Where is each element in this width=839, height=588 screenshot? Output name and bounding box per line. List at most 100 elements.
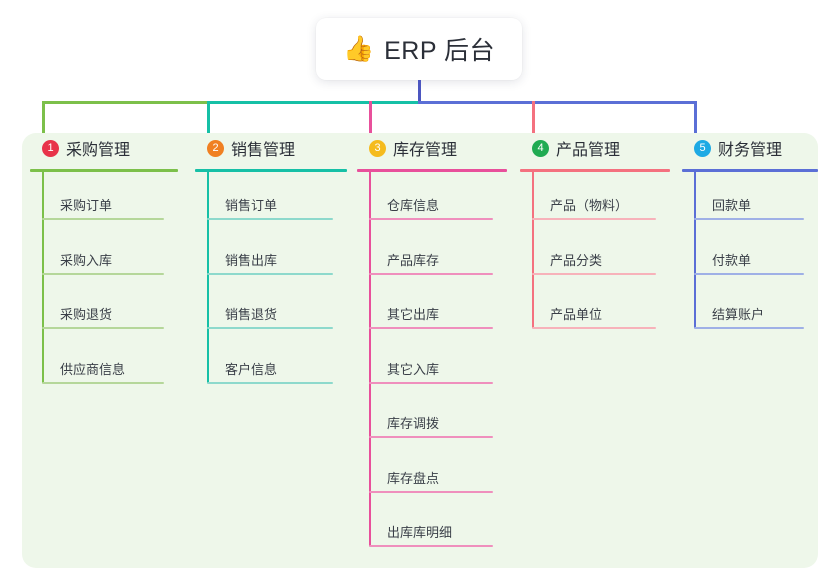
leaf-node[interactable]: 出库库明细 (369, 522, 493, 547)
leaf-node-rule (694, 218, 804, 220)
leaf-node[interactable]: 产品（物料） (532, 195, 656, 220)
leaf-node-rule (532, 327, 656, 329)
leaf-node-label: 付款单 (712, 252, 752, 268)
leaf-node-label: 产品分类 (550, 252, 603, 268)
leaf-node[interactable]: 库存盘点 (369, 468, 493, 493)
leaf-node[interactable]: 销售退货 (207, 304, 333, 329)
branch-spine (207, 169, 209, 383)
leaf-node-rule (369, 436, 493, 438)
leaf-node-label: 库存调拨 (387, 416, 440, 431)
branch-4: 4 产品管理产品（物料） 产品分类产品单位 (520, 133, 670, 329)
leaf-node-label: 采购退货 (60, 307, 113, 322)
leaf-node[interactable]: 供应商信息 (42, 359, 164, 384)
leaf-node-rule (207, 218, 333, 220)
leaf-node-label: 采购入库 (60, 252, 113, 268)
leaf-node[interactable]: 回款单 (694, 195, 804, 220)
leaf-node-label: 销售出库 (225, 252, 278, 268)
branch-number-badge: 5 (694, 139, 711, 157)
leaf-node[interactable]: 销售订单 (207, 195, 333, 220)
leaf-node-rule (369, 381, 493, 384)
branch-drop-connector (207, 101, 210, 134)
leaf-node-rule (42, 272, 164, 275)
branch-drop-connector (42, 101, 45, 134)
branch-spine (42, 169, 44, 383)
leaf-node-label: 产品（物料） (550, 198, 629, 213)
leaf-node-label: 销售订单 (225, 198, 278, 213)
leaf-node-label: 仓库信息 (387, 198, 440, 213)
branch-drop-connector (532, 101, 535, 134)
branch-spine (694, 169, 696, 328)
leaf-node[interactable]: 产品单位 (532, 304, 656, 329)
branch-title: 产品管理 (556, 142, 621, 159)
branch-header-rule (520, 169, 670, 172)
branch-header-产品管理[interactable]: 4 产品管理 (520, 133, 670, 163)
leaf-node[interactable]: 仓库信息 (369, 195, 493, 220)
leaf-node[interactable]: 采购退货 (42, 304, 164, 329)
leaf-node-rule (369, 490, 493, 493)
branch-number-badge: 3 (369, 139, 386, 157)
branch-header-财务管理[interactable]: 5 财务管理 (682, 133, 818, 163)
leaf-node-rule (207, 272, 333, 275)
leaf-node[interactable]: 其它入库 (369, 359, 493, 384)
leaf-node[interactable]: 产品分类 (532, 250, 656, 275)
leaf-node[interactable]: 客户信息 (207, 359, 333, 384)
leaf-node-label: 回款单 (712, 198, 752, 213)
leaf-node[interactable]: 产品库存 (369, 250, 493, 275)
leaf-node-rule (369, 545, 493, 547)
leaf-node-rule (532, 272, 656, 275)
branch-header-rule (195, 169, 347, 172)
branch-number-badge: 4 (532, 139, 549, 157)
branch-drop-connector (694, 101, 697, 134)
leaf-node-label: 结算账户 (712, 307, 765, 322)
leaf-node-rule (694, 327, 804, 329)
branch-1: 1 采购管理采购订单采购入库采购退货供应商信息 (30, 133, 178, 384)
leaf-node[interactable]: 结算账户 (694, 304, 804, 329)
leaf-node-label: 其它入库 (387, 361, 440, 377)
leaf-node[interactable]: 付款单 (694, 250, 804, 275)
leaf-node-rule (207, 381, 333, 384)
branch-5: 5 财务管理回款单付款单结算账户 (682, 133, 818, 329)
branch-spine (369, 169, 371, 546)
leaf-node-rule (207, 327, 333, 329)
leaf-node-rule (42, 218, 164, 220)
leaf-node-rule (369, 218, 493, 220)
branch-title: 采购管理 (66, 142, 131, 159)
leaf-node-rule (42, 381, 164, 384)
leaf-node[interactable]: 库存调拨 (369, 413, 493, 438)
leaf-node[interactable]: 其它出库 (369, 304, 493, 329)
leaf-node-label: 产品库存 (387, 252, 440, 268)
branch-header-库存管理[interactable]: 3 库存管理 (357, 133, 507, 163)
branch-title: 销售管理 (231, 142, 296, 159)
leaf-node-label: 销售退货 (225, 307, 278, 322)
leaf-node-label: 采购订单 (60, 198, 113, 213)
trunk-bar-segment (207, 101, 421, 104)
leaf-node-label: 供应商信息 (60, 361, 126, 377)
trunk-bar-segment (418, 101, 697, 104)
branch-header-rule (682, 169, 818, 172)
branch-title: 财务管理 (718, 142, 783, 159)
leaf-node[interactable]: 采购入库 (42, 250, 164, 275)
root-stem-connector (418, 80, 421, 102)
branch-header-rule (30, 169, 178, 172)
leaf-node[interactable]: 销售出库 (207, 250, 333, 275)
leaf-node-rule (369, 272, 493, 275)
branch-drop-connector (369, 101, 372, 134)
leaf-node-label: 出库库明细 (387, 525, 453, 540)
leaf-node-label: 客户信息 (225, 361, 278, 377)
root-node-card[interactable]: 👍 ERP 后台 (316, 18, 522, 80)
branch-header-采购管理[interactable]: 1 采购管理 (30, 133, 178, 163)
leaf-node-rule (42, 327, 164, 329)
thumbs-up-icon: 👍 (342, 34, 375, 63)
leaf-node-label: 其它出库 (387, 307, 440, 322)
branch-title: 库存管理 (393, 142, 458, 159)
branch-number-badge: 1 (42, 139, 59, 157)
branch-3: 3 库存管理仓库信息产品库存其它出库其它入库库存调拨库存盘点出库库明细 (357, 133, 507, 547)
branch-spine (532, 169, 534, 328)
leaf-node[interactable]: 采购订单 (42, 195, 164, 220)
branch-header-rule (357, 169, 507, 172)
leaf-node-label: 产品单位 (550, 307, 603, 322)
leaf-node-label: 库存盘点 (387, 470, 440, 486)
